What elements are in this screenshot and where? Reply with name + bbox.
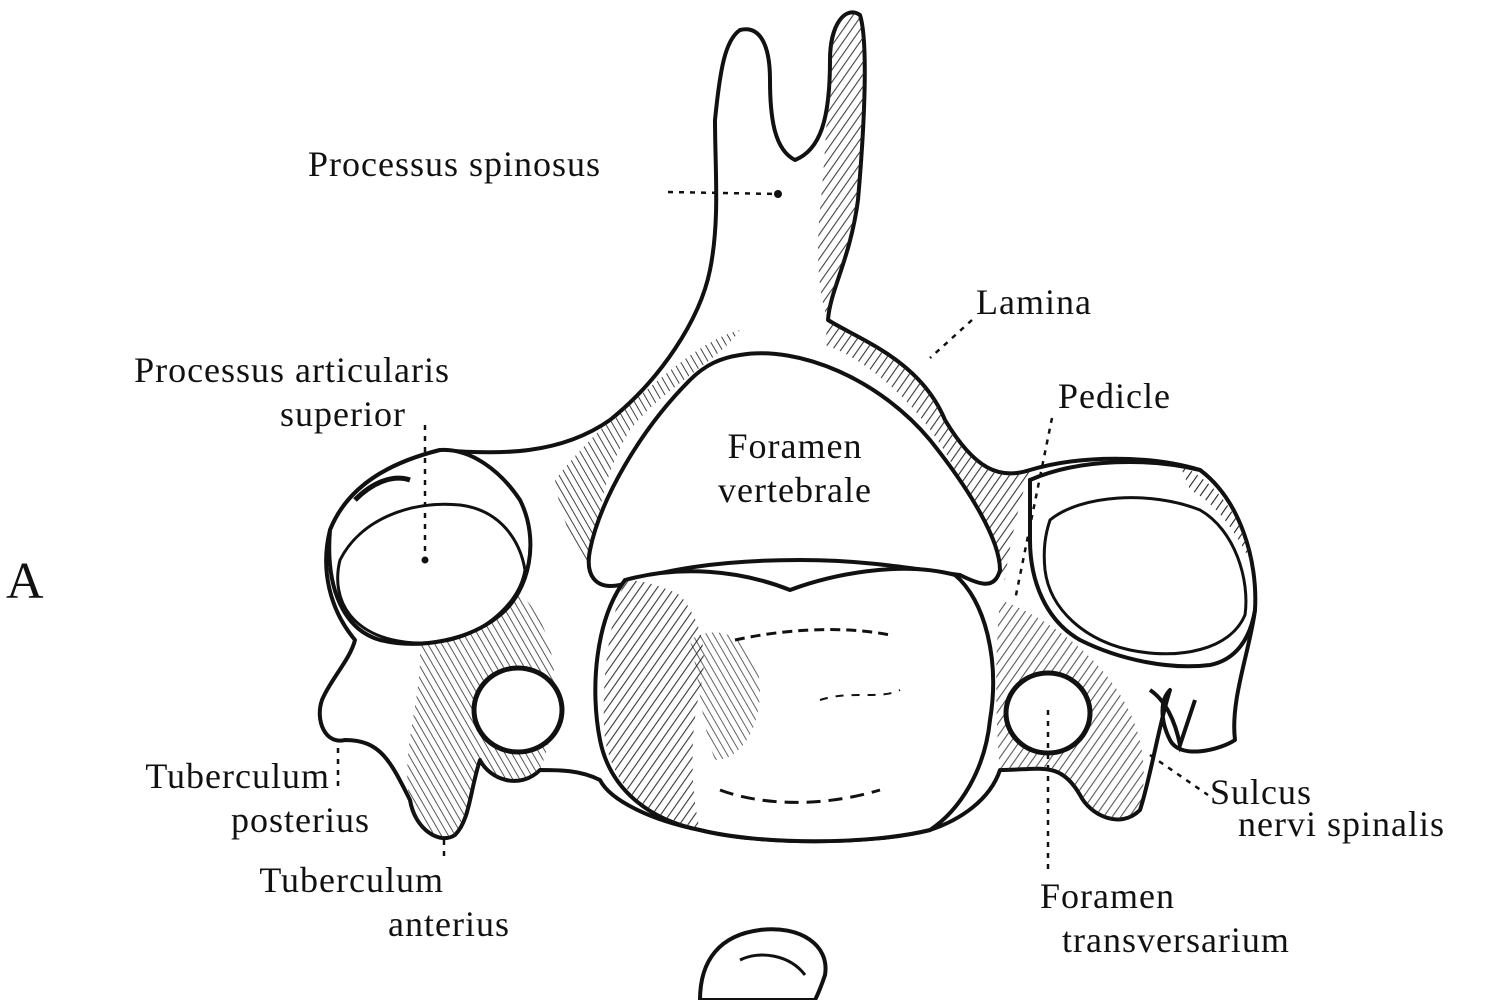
vertebral-body	[593, 566, 996, 844]
label-line: Foramen	[1040, 876, 1175, 916]
right-articular-process	[1028, 459, 1258, 669]
label-line: Tuberculum	[145, 756, 330, 796]
label-foramen-transversarium: Foramen transversarium	[1040, 874, 1340, 962]
leader-lines	[336, 190, 1209, 872]
left-foramen-transversarium	[471, 665, 565, 755]
label-pedicle: Pedicle	[1058, 376, 1171, 416]
label-foramen-vertebrale: Foramen vertebrale	[690, 424, 900, 512]
label-line: superior	[280, 394, 406, 434]
label-processus-spinosus: Processus spinosus	[308, 144, 602, 184]
foramen-vertebrale-shape	[586, 351, 1003, 588]
label-lamina: Lamina	[976, 282, 1092, 322]
label-line: Sulcus	[1210, 772, 1313, 812]
label-sulcus-nervi-spinalis: Sulcus nervi spinalis	[1210, 770, 1495, 846]
label-line: Processus articularis	[134, 350, 450, 390]
label-line: anterius	[388, 904, 510, 944]
label-line: Foramen	[727, 426, 863, 466]
left-articular-process	[327, 447, 533, 646]
sulcus-groove	[1148, 688, 1197, 753]
label-line: nervi spinalis	[1238, 804, 1445, 844]
label-line: vertebrale	[718, 470, 872, 510]
left-lamina-shading	[555, 330, 740, 590]
label-processus-articularis-superior: Processus articularis superior	[60, 348, 450, 436]
label-tuberculum-posterius: Tuberculum posterius	[100, 754, 370, 842]
next-figure-fragment	[697, 927, 828, 1000]
spine-shading	[817, 12, 865, 320]
label-line: Tuberculum	[259, 860, 444, 900]
label-line: posterius	[231, 800, 370, 840]
label-line: transversarium	[1062, 920, 1290, 960]
label-tuberculum-anterius: Tuberculum anterius	[220, 858, 510, 946]
panel-letter: A	[6, 553, 45, 610]
